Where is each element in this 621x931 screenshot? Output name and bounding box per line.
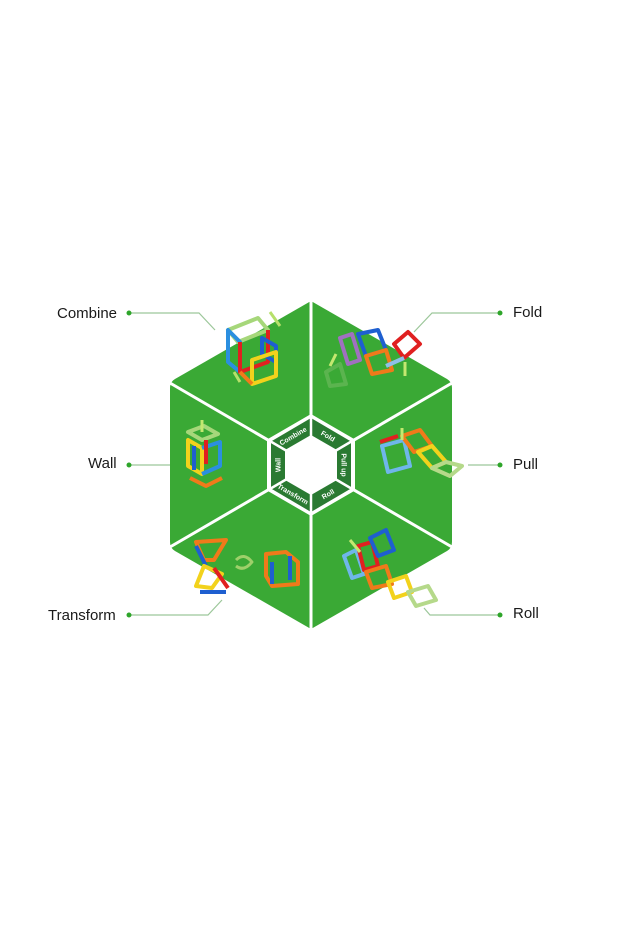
inner-ring: Combine Fold Pull up Roll Transform Wall	[267, 414, 355, 516]
wall-dot	[126, 462, 132, 468]
combine-dot	[126, 310, 132, 316]
roll-dot	[497, 612, 503, 618]
leader-dots	[126, 310, 503, 618]
label-transform: Transform	[48, 607, 116, 624]
label-pull: Pull	[513, 456, 539, 473]
fold-illustration	[324, 328, 422, 388]
pull-dot	[497, 462, 503, 468]
wall-illustration	[186, 420, 223, 488]
label-roll: Roll	[513, 605, 539, 622]
pull-illustration	[379, 428, 464, 478]
transform-illustration	[194, 538, 300, 594]
combine-illustration	[226, 311, 282, 386]
label-fold: Fold	[513, 304, 543, 321]
ring-label-pull: Pull up	[340, 453, 347, 476]
ring-label-wall: Wall	[276, 458, 283, 472]
label-wall: Wall	[88, 455, 117, 472]
fold-dot	[497, 310, 503, 316]
transform-dot	[126, 612, 132, 618]
roll-illustration	[342, 528, 438, 608]
leader-lines	[129, 312, 500, 616]
label-combine: Combine	[57, 305, 118, 322]
